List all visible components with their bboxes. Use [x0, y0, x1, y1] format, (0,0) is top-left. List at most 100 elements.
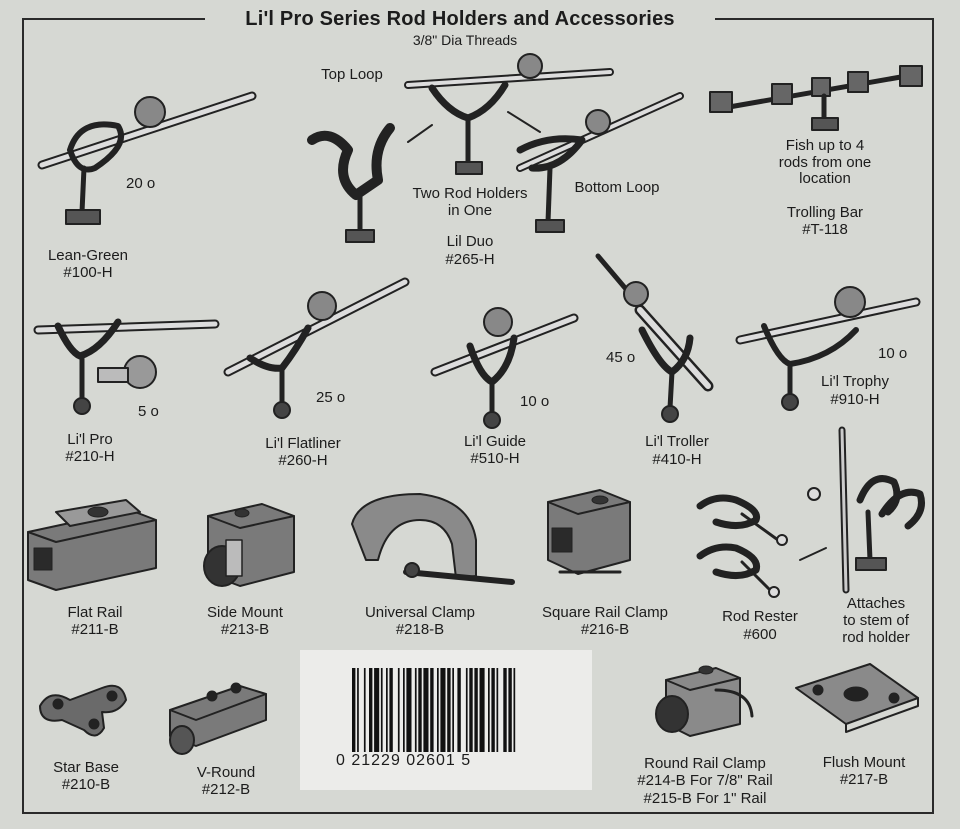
barcode-bar: [386, 668, 388, 752]
flat-rail-illustration: [27, 499, 157, 591]
trolling-bar-part: #T-118: [802, 221, 848, 238]
barcode-bar: [440, 668, 446, 752]
lil-guide-angle: 10 o: [520, 393, 550, 410]
flush-mount-name: Flush Mount: [822, 754, 906, 771]
side-mount-illustration: [203, 503, 295, 587]
barcode-bar: [447, 668, 451, 752]
lil-pro-holder-illustration: [33, 318, 220, 415]
square-rail-clamp-part: #216-B: [580, 621, 630, 638]
lil-duo-caption-2: in One: [447, 202, 493, 219]
barcode-bar: [488, 668, 490, 752]
lil-duo-caption-1: Two Rod Holders: [412, 185, 528, 202]
trolling-bar-note-2: rods from one: [778, 154, 872, 171]
barcode-bar: [397, 668, 400, 752]
barcode-bar: [369, 668, 373, 752]
square-rail-clamp-illustration: [547, 489, 631, 575]
flat-rail-name: Flat Rail: [67, 604, 123, 621]
top-loop-label: Top Loop: [321, 66, 383, 83]
trolling-bar-name: Trolling Bar: [786, 204, 864, 221]
round-rail-clamp-name: Round Rail Clamp: [644, 755, 766, 772]
barcode-bar: [503, 668, 507, 752]
attaches-note-2: to stem of: [843, 612, 909, 629]
barcode-bar: [513, 668, 516, 752]
flush-mount-part: #217-B: [839, 771, 889, 788]
barcode-bar: [479, 668, 485, 752]
square-rail-clamp-name: Square Rail Clamp: [542, 604, 668, 621]
barcode-bar: [430, 668, 434, 752]
universal-clamp-name: Universal Clamp: [364, 604, 476, 621]
barcode-bar: [491, 668, 495, 752]
barcode-bar: [403, 668, 405, 752]
trolling-bar-illustration: [709, 65, 923, 131]
lean-green-name: Lean-Green: [47, 247, 129, 264]
lean-green-angle: 20 o: [126, 175, 156, 192]
universal-clamp-part: #218-B: [395, 621, 445, 638]
lil-trophy-part: #910-H: [830, 391, 880, 408]
side-mount-name: Side Mount: [207, 604, 283, 621]
barcode-label: [300, 650, 592, 790]
lil-duo-part: #265-H: [445, 251, 495, 268]
barcode-digits: 0 21229 02601 5: [336, 752, 472, 769]
v-round-illustration: [169, 682, 267, 755]
round-rail-clamp-illustration: [655, 665, 754, 737]
barcode-bar: [374, 668, 380, 752]
barcode-bars: [352, 668, 516, 752]
star-base-illustration: [39, 684, 127, 737]
stem-attachment-illustration: [799, 426, 925, 594]
lil-guide-part: #510-H: [470, 450, 520, 467]
barcode-bar: [452, 668, 454, 752]
side-mount-part: #213-B: [220, 621, 270, 638]
thread-note: 3/8" Dia Threads: [412, 32, 518, 48]
page-title: Li'l Pro Series Rod Holders and Accessor…: [205, 6, 715, 32]
lil-pro-name: Li'l Pro: [67, 431, 113, 448]
bottom-loop-label: Bottom Loop: [574, 179, 660, 196]
attaches-note-3: rod holder: [842, 629, 910, 646]
barcode-bar: [496, 668, 499, 752]
lil-flatliner-holder-illustration: [223, 277, 410, 419]
lean-green-part: #100-H: [63, 264, 113, 281]
barcode-bar: [437, 668, 439, 752]
star-base-name: Star Base: [53, 759, 119, 776]
lil-troller-name: Li'l Troller: [645, 433, 709, 450]
barcode-bar: [414, 668, 417, 752]
lil-flatliner-name: Li'l Flatliner: [265, 435, 341, 452]
barcode-bar: [389, 668, 393, 752]
rod-rester-part: #600: [743, 626, 777, 643]
flush-mount-illustration: [795, 663, 919, 733]
attaches-note-1: Attaches: [846, 595, 906, 612]
lil-troller-part: #410-H: [652, 451, 702, 468]
lil-duo-name: Lil Duo: [446, 233, 494, 250]
barcode-bar: [457, 668, 461, 752]
rod-rester-illustration: [696, 494, 788, 598]
flat-rail-part: #211-B: [71, 621, 119, 638]
lil-trophy-holder-illustration: [735, 286, 921, 411]
barcode-bar: [352, 668, 356, 752]
barcode-bar: [423, 668, 429, 752]
barcode-bar: [508, 668, 512, 752]
lil-trophy-angle: 10 o: [878, 345, 908, 362]
lil-pro-angle: 5 o: [138, 403, 159, 420]
lil-troller-angle: 45 o: [606, 349, 636, 366]
rod-rester-name: Rod Rester: [722, 608, 798, 625]
barcode-bar: [357, 668, 359, 752]
lil-pro-part: #210-H: [65, 448, 115, 465]
lil-duo-holder-illustration: [307, 53, 684, 243]
barcode-bar: [418, 668, 422, 752]
lil-guide-holder-illustration: [430, 307, 579, 429]
lil-guide-name: Li'l Guide: [463, 433, 527, 450]
lil-flatliner-angle: 25 o: [316, 389, 346, 406]
lil-trophy-name: Li'l Trophy: [821, 373, 889, 390]
universal-clamp-illustration: [351, 493, 515, 585]
round-rail-clamp-part-1: #214-B For 7/8" Rail: [637, 772, 773, 789]
barcode-bar: [380, 668, 383, 752]
barcode-bar: [469, 668, 473, 752]
trolling-bar-note-3: location: [799, 170, 851, 187]
barcode-bar: [406, 668, 412, 752]
v-round-name: V-Round: [196, 764, 256, 781]
lil-troller-holder-illustration: [595, 253, 714, 423]
barcode-bar: [363, 668, 366, 752]
barcode-bar: [465, 668, 468, 752]
star-base-part: #210-B: [61, 776, 111, 793]
v-round-part: #212-B: [201, 781, 251, 798]
